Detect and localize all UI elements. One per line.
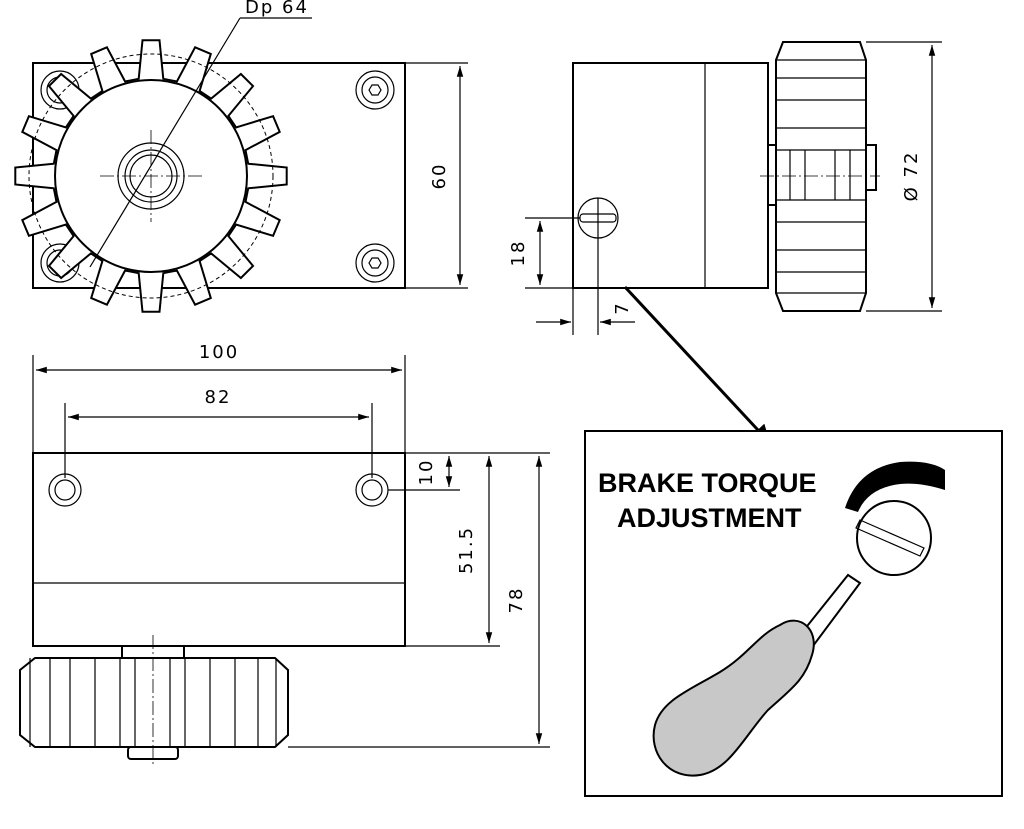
height-60-label: 60 <box>429 163 450 190</box>
callout-arrow <box>623 285 772 445</box>
diameter-72-label: Ø 72 <box>901 151 922 202</box>
handwheel-top <box>19 657 289 748</box>
top-view: 100 82 10 51.5 78 <box>19 342 550 765</box>
dim-18-label: 18 <box>508 240 529 267</box>
inset-10-label: 10 <box>416 459 437 486</box>
pitch-diameter-label: Dp 64 <box>245 0 309 18</box>
dp-leader <box>89 17 241 268</box>
side-body <box>572 62 769 289</box>
dim-7-label: 7 <box>612 301 633 314</box>
brake-torque-callout: BRAKE TORQUE ADJUSTMENT <box>584 430 1003 797</box>
callout-line2: ADJUSTMENT <box>617 503 802 533</box>
front-screw-tr <box>355 70 395 110</box>
height-78-label: 78 <box>506 587 527 614</box>
screwdriver-icon <box>652 573 862 777</box>
callout-line1: BRAKE TORQUE <box>598 468 817 498</box>
slotted-screw-icon <box>855 500 932 576</box>
rotation-arc-icon <box>845 461 945 512</box>
front-screw-br <box>355 243 395 283</box>
side-view: Ø 72 18 7 <box>508 41 942 445</box>
front-view: Dp 64 60 <box>14 0 468 313</box>
top-body <box>32 452 406 647</box>
pitch-circle <box>28 53 274 299</box>
handwheel-side <box>760 41 880 312</box>
spacing-82-label: 82 <box>205 387 232 408</box>
width-100-label: 100 <box>199 342 239 363</box>
body-51.5-label: 51.5 <box>456 526 477 574</box>
screwdriver-handle <box>652 619 815 777</box>
